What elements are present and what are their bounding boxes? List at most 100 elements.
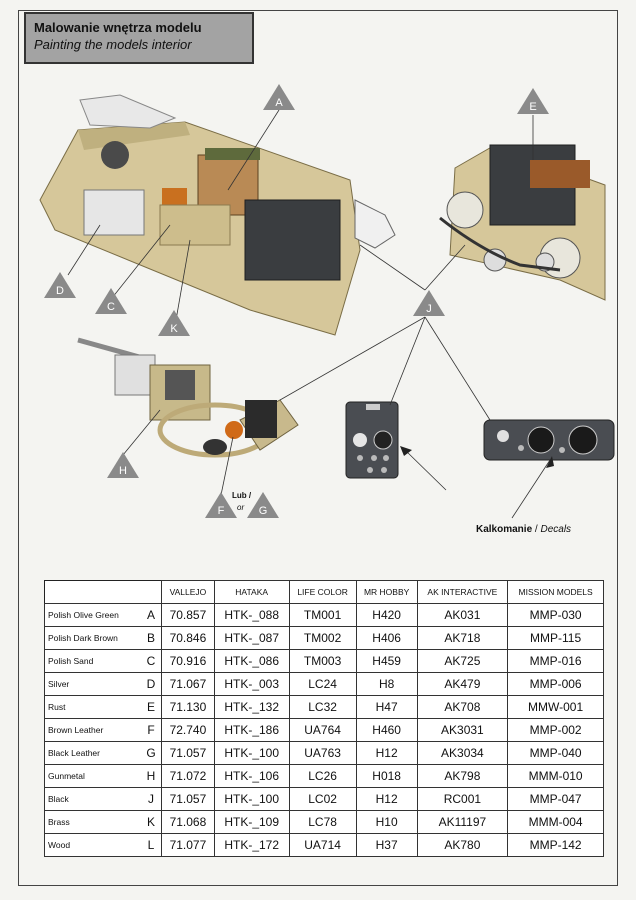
decal-panel-horizontal: [483, 419, 615, 461]
cell-mission: MMM-010: [507, 764, 604, 788]
cell-hataka: HTK-_172: [213, 833, 290, 857]
engine-drawing: [439, 144, 606, 301]
cell-letter: C: [141, 649, 162, 673]
cell-mission: MMP-142: [507, 833, 604, 857]
cell-mission: MMP-040: [507, 741, 604, 765]
cell-vallejo: 71.072: [161, 764, 215, 788]
callout-A: A: [263, 84, 295, 110]
cell-mission: MMP-047: [507, 787, 604, 811]
callout-J: J: [413, 290, 445, 316]
cell-name: Black Leather: [44, 741, 141, 765]
cell-lifecolor: UA714: [288, 833, 357, 857]
cell-hataka: HTK-_186: [213, 718, 290, 742]
cell-name: Polish Dark Brown: [44, 626, 141, 650]
cell-mrhobby: H406: [355, 626, 418, 650]
page-subtitle: Painting the models interior: [34, 37, 192, 52]
cell-vallejo: 70.846: [161, 626, 215, 650]
cell-mission: MMW-001: [507, 695, 604, 719]
cell-ak: AK031: [416, 603, 509, 627]
cell-hataka: HTK-_109: [213, 810, 290, 834]
hull-drawing: [39, 94, 396, 336]
header-hataka: HATAKA: [213, 580, 290, 604]
cell-mrhobby: H459: [355, 649, 418, 673]
cell-hataka: HTK-_106: [213, 764, 290, 788]
cell-letter: A: [141, 603, 162, 627]
cell-name: Polish Sand: [44, 649, 141, 673]
cell-vallejo: 70.916: [161, 649, 215, 673]
leader-lines: [67, 109, 551, 519]
header-mission-models: MISSION MODELS: [507, 580, 604, 604]
cell-vallejo: 71.077: [161, 833, 215, 857]
cell-vallejo: 71.067: [161, 672, 215, 696]
cell-vallejo: 71.057: [161, 741, 215, 765]
page-frame: [18, 10, 618, 886]
callout-D: D: [44, 272, 76, 298]
cell-mrhobby: H47: [355, 695, 418, 719]
cell-vallejo: 71.068: [161, 810, 215, 834]
cell-lifecolor: LC26: [288, 764, 357, 788]
cell-mrhobby: H37: [355, 833, 418, 857]
cell-mission: MMP-002: [507, 718, 604, 742]
cell-ak: AK11197: [416, 810, 509, 834]
cell-vallejo: 72.740: [161, 718, 215, 742]
cell-letter: J: [141, 787, 162, 811]
cell-name: Wood: [44, 833, 141, 857]
cell-letter: F: [141, 718, 162, 742]
svg-text:G: G: [259, 505, 268, 517]
table-header-row: VALLEJO HATAKA LIFE COLOR MR HOBBY AK IN…: [44, 580, 604, 604]
cell-mrhobby: H12: [355, 741, 418, 765]
cell-hataka: HTK-_086: [213, 649, 290, 673]
cell-hataka: HTK-_100: [213, 741, 290, 765]
cell-lifecolor: LC32: [288, 695, 357, 719]
cell-mission: MMP-016: [507, 649, 604, 673]
cell-mission: MMM-004: [507, 810, 604, 834]
paint-table: VALLEJO HATAKA LIFE COLOR MR HOBBY AK IN…: [44, 580, 604, 857]
cell-name: Polish Olive Green: [44, 603, 141, 627]
cell-name: Rust: [44, 695, 141, 719]
callout-E: E: [517, 88, 549, 114]
cell-hataka: HTK-_088: [213, 603, 290, 627]
cell-letter: H: [141, 764, 162, 788]
cell-hataka: HTK-_087: [213, 626, 290, 650]
cell-lifecolor: LC24: [288, 672, 357, 696]
cell-ak: AK718: [416, 626, 509, 650]
cell-ak: AK3031: [416, 718, 509, 742]
title-box: Malowanie wnętrza modelu Painting the mo…: [24, 12, 254, 64]
svg-text:E: E: [529, 101, 536, 113]
cell-letter: L: [141, 833, 162, 857]
cell-mrhobby: H018: [355, 764, 418, 788]
cell-hataka: HTK-_132: [213, 695, 290, 719]
header-mr-hobby: MR HOBBY: [355, 580, 418, 604]
header-ak-interactive: AK INTERACTIVE: [416, 580, 509, 604]
svg-text:J: J: [426, 303, 432, 315]
cell-name: Brass: [44, 810, 141, 834]
header-life-color: LIFE COLOR: [288, 580, 357, 604]
cell-lifecolor: UA763: [288, 741, 357, 765]
cell-name: Brown Leather: [44, 718, 141, 742]
svg-text:A: A: [275, 97, 283, 109]
cell-hataka: HTK-_003: [213, 672, 290, 696]
cell-ak: AK3034: [416, 741, 509, 765]
interior-illustration: A E D C K J H F G: [39, 84, 615, 519]
cell-mission: MMP-006: [507, 672, 604, 696]
cell-letter: B: [141, 626, 162, 650]
decals-caption: Kalkomanie / Decals: [476, 524, 572, 535]
cell-vallejo: 70.857: [161, 603, 215, 627]
cell-letter: G: [141, 741, 162, 765]
cell-mission: MMP-115: [507, 626, 604, 650]
lubricant-label: Lub /: [232, 491, 252, 500]
cell-letter: K: [141, 810, 162, 834]
cell-vallejo: 71.057: [161, 787, 215, 811]
svg-text:F: F: [218, 505, 225, 517]
cell-ak: AK725: [416, 649, 509, 673]
cell-ak: AK780: [416, 833, 509, 857]
cell-ak: AK708: [416, 695, 509, 719]
cell-lifecolor: TM002: [288, 626, 357, 650]
callout-F: F: [205, 492, 237, 518]
